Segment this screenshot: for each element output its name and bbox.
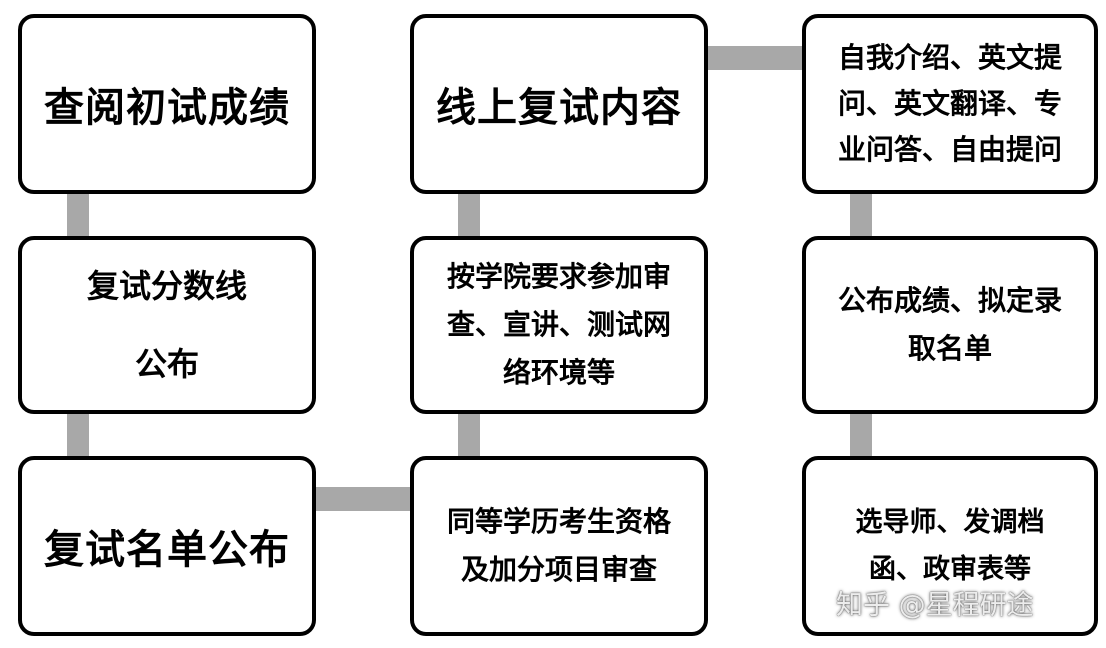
step-box-retest-items: 自我介绍、英文提 问、英文翻译、专 业问答、自由提问: [802, 14, 1098, 194]
step-text: 业问答、自由提问: [837, 133, 1062, 166]
step-text: 公布成绩、拟定录: [837, 284, 1062, 317]
step-box-online-retest-content: 线上复试内容: [410, 14, 708, 194]
step-text: 络环境等: [502, 356, 615, 389]
connector-s7-s8: [850, 190, 872, 240]
connector-s4-s5: [458, 410, 480, 460]
step-box-check-initial-scores: 查阅初试成绩: [18, 14, 316, 194]
connector-s6-s7: [704, 46, 806, 70]
step-text: 按学院要求参加审: [446, 260, 671, 293]
step-text: 问、英文翻译、专: [837, 87, 1062, 120]
step-text: 选导师、发调档: [855, 507, 1045, 538]
step-box-equivalent-qualification: 同等学历考生资格 及加分项目审查: [410, 456, 708, 636]
step-text: 公布: [134, 345, 199, 383]
connector-s5-s6: [458, 190, 480, 240]
connector-s3-s4: [314, 487, 414, 511]
step-text: 线上复试内容: [436, 85, 682, 131]
step-text: 复试分数线: [86, 267, 247, 305]
step-box-publish-results: 公布成绩、拟定录 取名单: [802, 236, 1098, 414]
step-text: 自我介绍、英文提: [837, 41, 1062, 74]
step-box-retest-list: 复试名单公布: [18, 456, 316, 636]
connector-s1-s2: [67, 190, 89, 240]
step-text: 同等学历考生资格: [446, 505, 671, 538]
step-box-college-review: 按学院要求参加审 查、宣讲、测试网 络环境等: [410, 236, 708, 414]
step-text: 及加分项目审查: [460, 553, 657, 586]
step-text: 取名单: [907, 332, 992, 365]
step-box-choose-supervisor: 选导师、发调档 函、政审表等: [802, 456, 1098, 636]
step-text: 查阅初试成绩: [44, 85, 290, 131]
step-text: 复试名单公布: [44, 527, 290, 573]
connector-s2-s3: [67, 410, 89, 460]
step-text: 查、宣讲、测试网: [446, 308, 671, 341]
connector-s8-s9: [850, 410, 872, 460]
step-text: 函、政审表等: [869, 554, 1031, 585]
watermark: 知乎 @星程研途: [836, 590, 1034, 621]
step-box-retest-cutoff: 复试分数线 公布: [18, 236, 316, 414]
